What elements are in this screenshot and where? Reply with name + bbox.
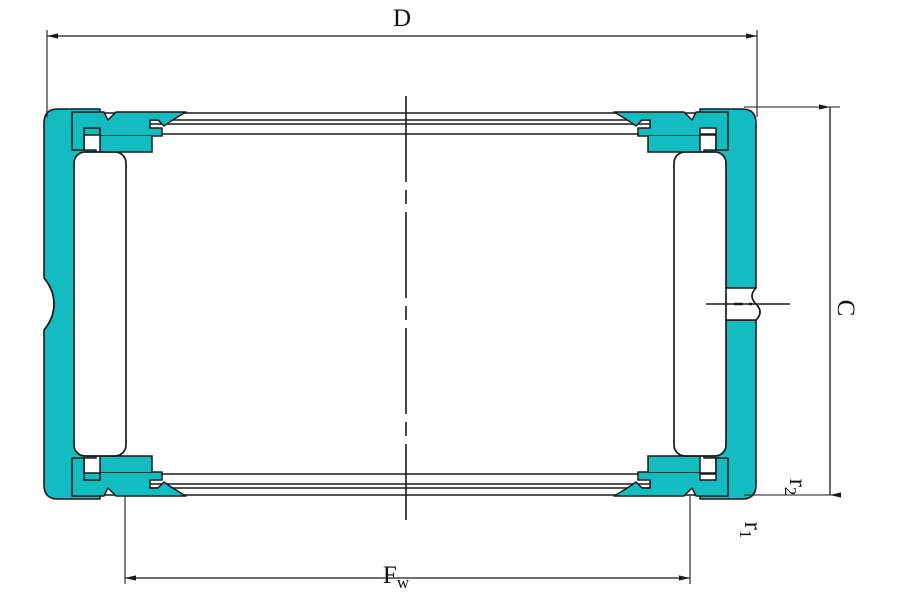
dimension-label-Fw-main: F [383, 562, 397, 589]
dimension-label-C: C [832, 300, 859, 317]
dimension-label-r2: r2 [781, 479, 811, 496]
dimension-D: D [46, 5, 758, 117]
seal-lip-bottom-right [613, 455, 729, 497]
seal-lip-bottom-left [71, 455, 187, 497]
seal-lip-top-right [613, 111, 729, 153]
dimension-label-r1-sub: 1 [736, 530, 755, 539]
bearing-assembly [43, 108, 790, 500]
roller-left [73, 151, 127, 457]
dimension-label-Fw: Fw [383, 562, 410, 592]
seal-lip-top-left [71, 111, 187, 153]
dimension-label-r1: r1 [736, 522, 766, 539]
dimension-label-r2-main: r [784, 479, 811, 488]
dimension-label-r1-main: r [739, 522, 766, 531]
dimension-C: C [744, 104, 859, 498]
notch-left-edge [43, 277, 55, 331]
dimension-r2: r2 [781, 479, 811, 496]
dimension-label-r2-sub: 2 [781, 487, 800, 496]
dimension-r1: r1 [736, 522, 766, 539]
dimension-label-D: D [393, 5, 411, 32]
dimension-Fw: Fw [124, 496, 691, 592]
dimension-label-Fw-sub: w [397, 573, 410, 592]
